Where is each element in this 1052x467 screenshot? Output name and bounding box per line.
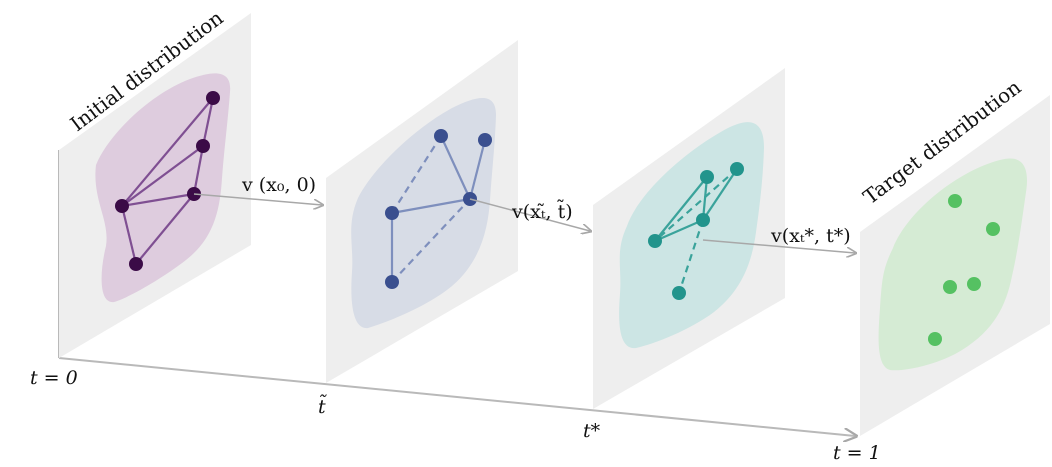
node (948, 194, 962, 208)
velocity-label-1: v (x₀, 0) (241, 174, 316, 196)
t0-label: t = 0 (30, 367, 78, 389)
node (943, 280, 957, 294)
stage3-blob (619, 122, 764, 349)
node (696, 213, 710, 227)
ttilde-label: t̃ (318, 395, 327, 418)
velocity-arrow-3 (702, 239, 855, 253)
stage3-edges (654, 168, 738, 294)
velocity-label-2: v(xₜ̃, t̃) (511, 200, 573, 223)
node (478, 133, 492, 147)
velocity-label-3: v(xₜ*, t*) (770, 225, 851, 247)
velocity-arrow-1 (193, 193, 322, 205)
target-nodes (928, 194, 1000, 346)
stage3-panel (593, 68, 785, 409)
node (672, 286, 686, 300)
target-blob (878, 158, 1027, 371)
stage3-nodes (648, 162, 744, 300)
velocity-arrow-2 (469, 198, 590, 231)
node (385, 206, 399, 220)
stage2-edges (390, 135, 487, 283)
stage2-panel (326, 40, 518, 383)
t1-label: t = 1 (833, 442, 881, 464)
node (967, 277, 981, 291)
node (115, 199, 129, 213)
time-axis (58, 357, 855, 436)
stage2-blob (351, 97, 496, 329)
node (986, 222, 1000, 236)
node (385, 275, 399, 289)
node (434, 129, 448, 143)
tstar-label: t* (583, 420, 601, 442)
stage2-nodes (385, 129, 492, 289)
node (928, 332, 942, 346)
initial-nodes (115, 91, 220, 271)
initial-edges (120, 97, 215, 265)
initial-panel (59, 13, 251, 358)
node (730, 162, 744, 176)
node (196, 139, 210, 153)
node (206, 91, 220, 105)
initial-blob (95, 73, 231, 303)
node (648, 234, 662, 248)
target-panel (860, 95, 1050, 436)
node (700, 170, 714, 184)
node (129, 257, 143, 271)
